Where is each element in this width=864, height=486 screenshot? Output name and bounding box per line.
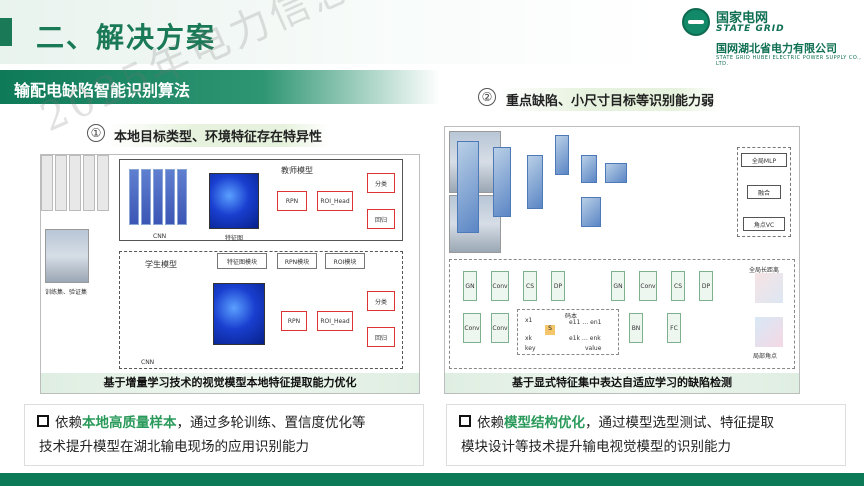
student-reg-block: 回归 bbox=[367, 327, 395, 347]
cnn-top-label: CNN bbox=[153, 233, 167, 240]
feature-module-block: 特征图模块 bbox=[217, 253, 267, 269]
teacher-feature-map-image bbox=[209, 173, 259, 229]
student-model-box bbox=[119, 251, 403, 369]
fusion-block: 融合 bbox=[747, 185, 781, 199]
student-cnn-stack bbox=[41, 155, 121, 215]
bn-block: BN bbox=[629, 313, 643, 343]
s-block: S bbox=[545, 325, 555, 335]
dataset-label: 训练集、验证集 bbox=[45, 289, 88, 296]
left-note: 依赖本地高质量样本，通过多轮训练、置信度优化等 技术提升模型在湖北输电现场的应用… bbox=[24, 404, 424, 466]
teacher-model-label: 教师模型 bbox=[281, 166, 313, 175]
conv-block-1: Conv bbox=[491, 271, 509, 301]
conv-block-4: Conv bbox=[491, 313, 509, 343]
left-note-line2: 技术提升模型在湖北输电现场的应用识别能力 bbox=[39, 439, 309, 455]
right-heading: 重点缺陷、小尺寸目标等识别能力弱 bbox=[500, 88, 721, 111]
student-feature-map-image bbox=[213, 283, 265, 345]
point-number-1: ① bbox=[87, 124, 105, 142]
conv-block-3: Conv bbox=[463, 313, 481, 343]
codebook-box bbox=[517, 309, 619, 355]
xk-label: xk bbox=[525, 335, 533, 342]
student-model-label: 学生模型 bbox=[145, 260, 177, 269]
gn-block-1: GN bbox=[463, 271, 477, 301]
gn-block-2: GN bbox=[611, 271, 625, 301]
topic-title: 输配电缺陷智能识别算法 bbox=[14, 81, 191, 100]
teacher-reg-block: 回归 bbox=[367, 209, 395, 229]
section-title: 二、解决方案 bbox=[36, 21, 217, 54]
topic-banner bbox=[0, 70, 440, 104]
cs-block-1: CS bbox=[523, 271, 537, 301]
company-name: 国网湖北省电力有限公司 bbox=[716, 42, 837, 55]
student-rpn-block: RPN bbox=[281, 311, 307, 331]
codebook-label: 码本 bbox=[565, 313, 578, 320]
header-background bbox=[0, 0, 660, 64]
state-grid-logo-icon bbox=[682, 8, 710, 36]
roi-module-block: ROI模块 bbox=[325, 253, 365, 269]
checkbox-square-icon bbox=[459, 415, 471, 427]
student-cls-block: 分类 bbox=[367, 291, 395, 311]
dataset-image bbox=[45, 229, 89, 283]
global-info-label: 全局长距离 bbox=[749, 267, 780, 274]
feature-pyramid-blocks bbox=[445, 127, 645, 237]
left-heading: 本地目标类型、环境特征存在特异性 bbox=[108, 124, 329, 147]
cnn-bottom-label: CNN bbox=[141, 359, 155, 366]
feature-map-label: 特征图 bbox=[225, 235, 244, 242]
key-label: key bbox=[525, 345, 536, 352]
teacher-rpn-block: RPN bbox=[277, 191, 307, 211]
right-diagram-panel: 全局MLP 融合 角点VC GN Conv CS DP GN Conv CS D… bbox=[444, 126, 800, 394]
right-note-line1: 依赖模型结构优化，通过模型选型测试、特征提取 bbox=[477, 415, 774, 431]
student-roi-head-block: ROI_Head bbox=[317, 311, 353, 331]
global-feature-image bbox=[755, 273, 783, 303]
right-note: 依赖模型结构优化，通过模型选型测试、特征提取 模块设计等技术提升输电视觉模型的识… bbox=[446, 404, 846, 466]
teacher-cnn-stack bbox=[129, 169, 199, 229]
cs-block-2: CS bbox=[671, 271, 685, 301]
company-name-en: STATE GRID HUBEI ELECTRIC POWER SUPPLY C… bbox=[716, 55, 862, 67]
right-caption: 基于显式特征集中表达自适应学习的缺陷检测 bbox=[445, 373, 799, 393]
right-note-line2: 模块设计等技术提升输电视觉模型的识别能力 bbox=[461, 439, 731, 455]
x1-label: x1 bbox=[525, 317, 533, 324]
local-corner-image bbox=[755, 317, 783, 347]
teacher-roi-head-block: ROI_Head bbox=[317, 191, 353, 211]
e11-label: e11 … en1 bbox=[569, 319, 602, 326]
value-label: value bbox=[585, 345, 602, 352]
logo-cn-text: 国家电网 bbox=[716, 11, 769, 26]
rpn-module-block: RPN模块 bbox=[277, 253, 317, 269]
left-diagram-panel: 教师模型 CNN 特征图 RPN ROI_Head 分类 回归 训练集、验证集 … bbox=[40, 154, 420, 394]
dp-block-1: DP bbox=[551, 271, 565, 301]
dp-block-2: DP bbox=[699, 271, 713, 301]
footer-bar bbox=[0, 473, 864, 486]
corner-vc-block: 角点VC bbox=[743, 217, 785, 231]
local-corner-label: 局部角点 bbox=[753, 353, 778, 360]
detection-module-box bbox=[449, 259, 795, 369]
teacher-cls-block: 分类 bbox=[367, 173, 395, 193]
fc-block: FC bbox=[667, 313, 681, 343]
logo-en-text: STATE GRID bbox=[716, 24, 785, 34]
e1k-label: e1k … enk bbox=[569, 335, 601, 342]
point-number-2: ② bbox=[478, 88, 496, 106]
left-note-line1: 依赖本地高质量样本，通过多轮训练、置信度优化等 bbox=[55, 415, 366, 431]
checkbox-square-icon bbox=[37, 415, 49, 427]
global-mlp-block: 全局MLP bbox=[741, 153, 787, 167]
teacher-model-box bbox=[119, 159, 403, 241]
mlp-box bbox=[737, 147, 791, 237]
conv-block-2: Conv bbox=[639, 271, 657, 301]
left-caption: 基于增量学习技术的视觉模型本地特征提取能力优化 bbox=[41, 373, 419, 393]
header-accent-bar bbox=[0, 18, 12, 46]
